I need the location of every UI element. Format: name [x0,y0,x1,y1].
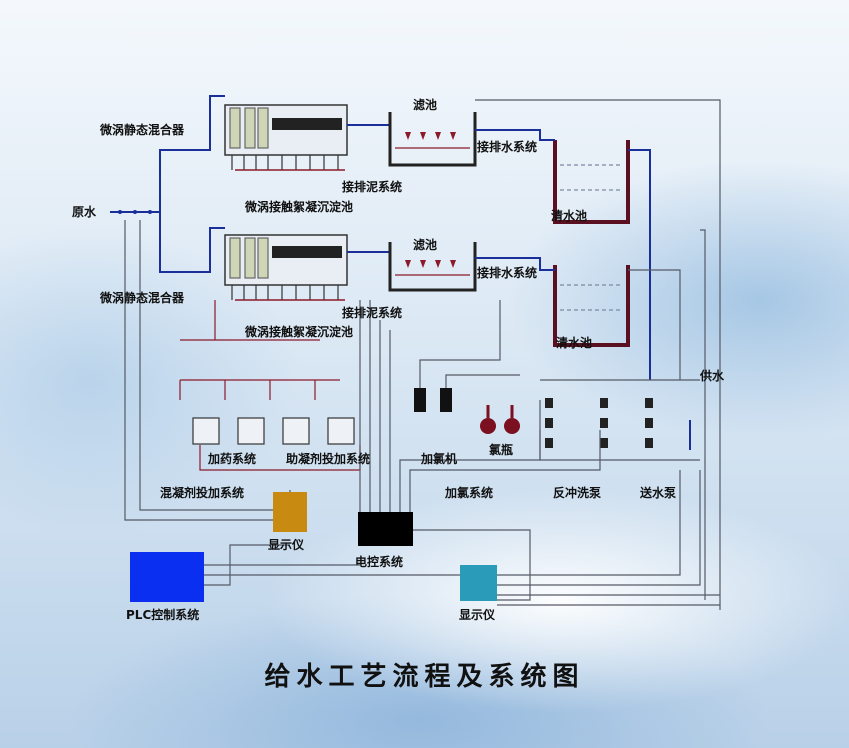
mixer-top-label: 微涡静态混合器 [100,123,185,137]
filter-top-label: 滤池 [413,98,438,112]
diagram-title: 给水工艺流程及系统图 [264,662,585,692]
water-supply-label: 供水 [700,369,725,383]
plc-box [130,552,204,602]
raw-water-label: 原水 [72,205,97,219]
clear-pool-bottom-label: 清水池 [556,336,593,350]
electric-control-label: 电控系统 [355,555,404,569]
plc-label: PLC控制系统 [126,608,200,622]
chlorine-cylinder-label: 氯瓶 [489,443,514,457]
dosing-system-label: 加药系统 [208,452,257,466]
chlorinator-label: 加氯机 [421,452,458,466]
display-left-box [273,492,307,532]
drain-mud-top-label: 接排泥系统 [342,180,403,194]
display-left-label: 显示仪 [268,538,305,552]
filter-bottom-label: 滤池 [413,238,438,252]
display-right-box [460,565,497,601]
coagulant-aid-system-label: 助凝剂投加系统 [286,452,371,466]
display-right-label: 显示仪 [459,608,496,622]
backwash-pump-label: 反冲洗泵 [553,486,602,500]
drain-mud-bottom-label: 接排泥系统 [342,306,403,320]
electric-control-box [358,512,413,546]
clear-pool-top-label: 清水池 [551,209,588,223]
delivery-pump-label: 送水泵 [640,486,677,500]
drain-water-top-label: 接排水系统 [477,140,538,154]
mixer-bottom-label: 微涡静态混合器 [100,291,185,305]
sedimentation-bottom-label: 微涡接触絮凝沉淀池 [245,325,354,339]
drain-water-bottom-label: 接排水系统 [477,266,538,280]
sedimentation-top-label: 微涡接触絮凝沉淀池 [245,200,354,214]
chlorination-system-label: 加氯系统 [445,486,494,500]
coagulant-system-label: 混凝剂投加系统 [160,486,245,500]
